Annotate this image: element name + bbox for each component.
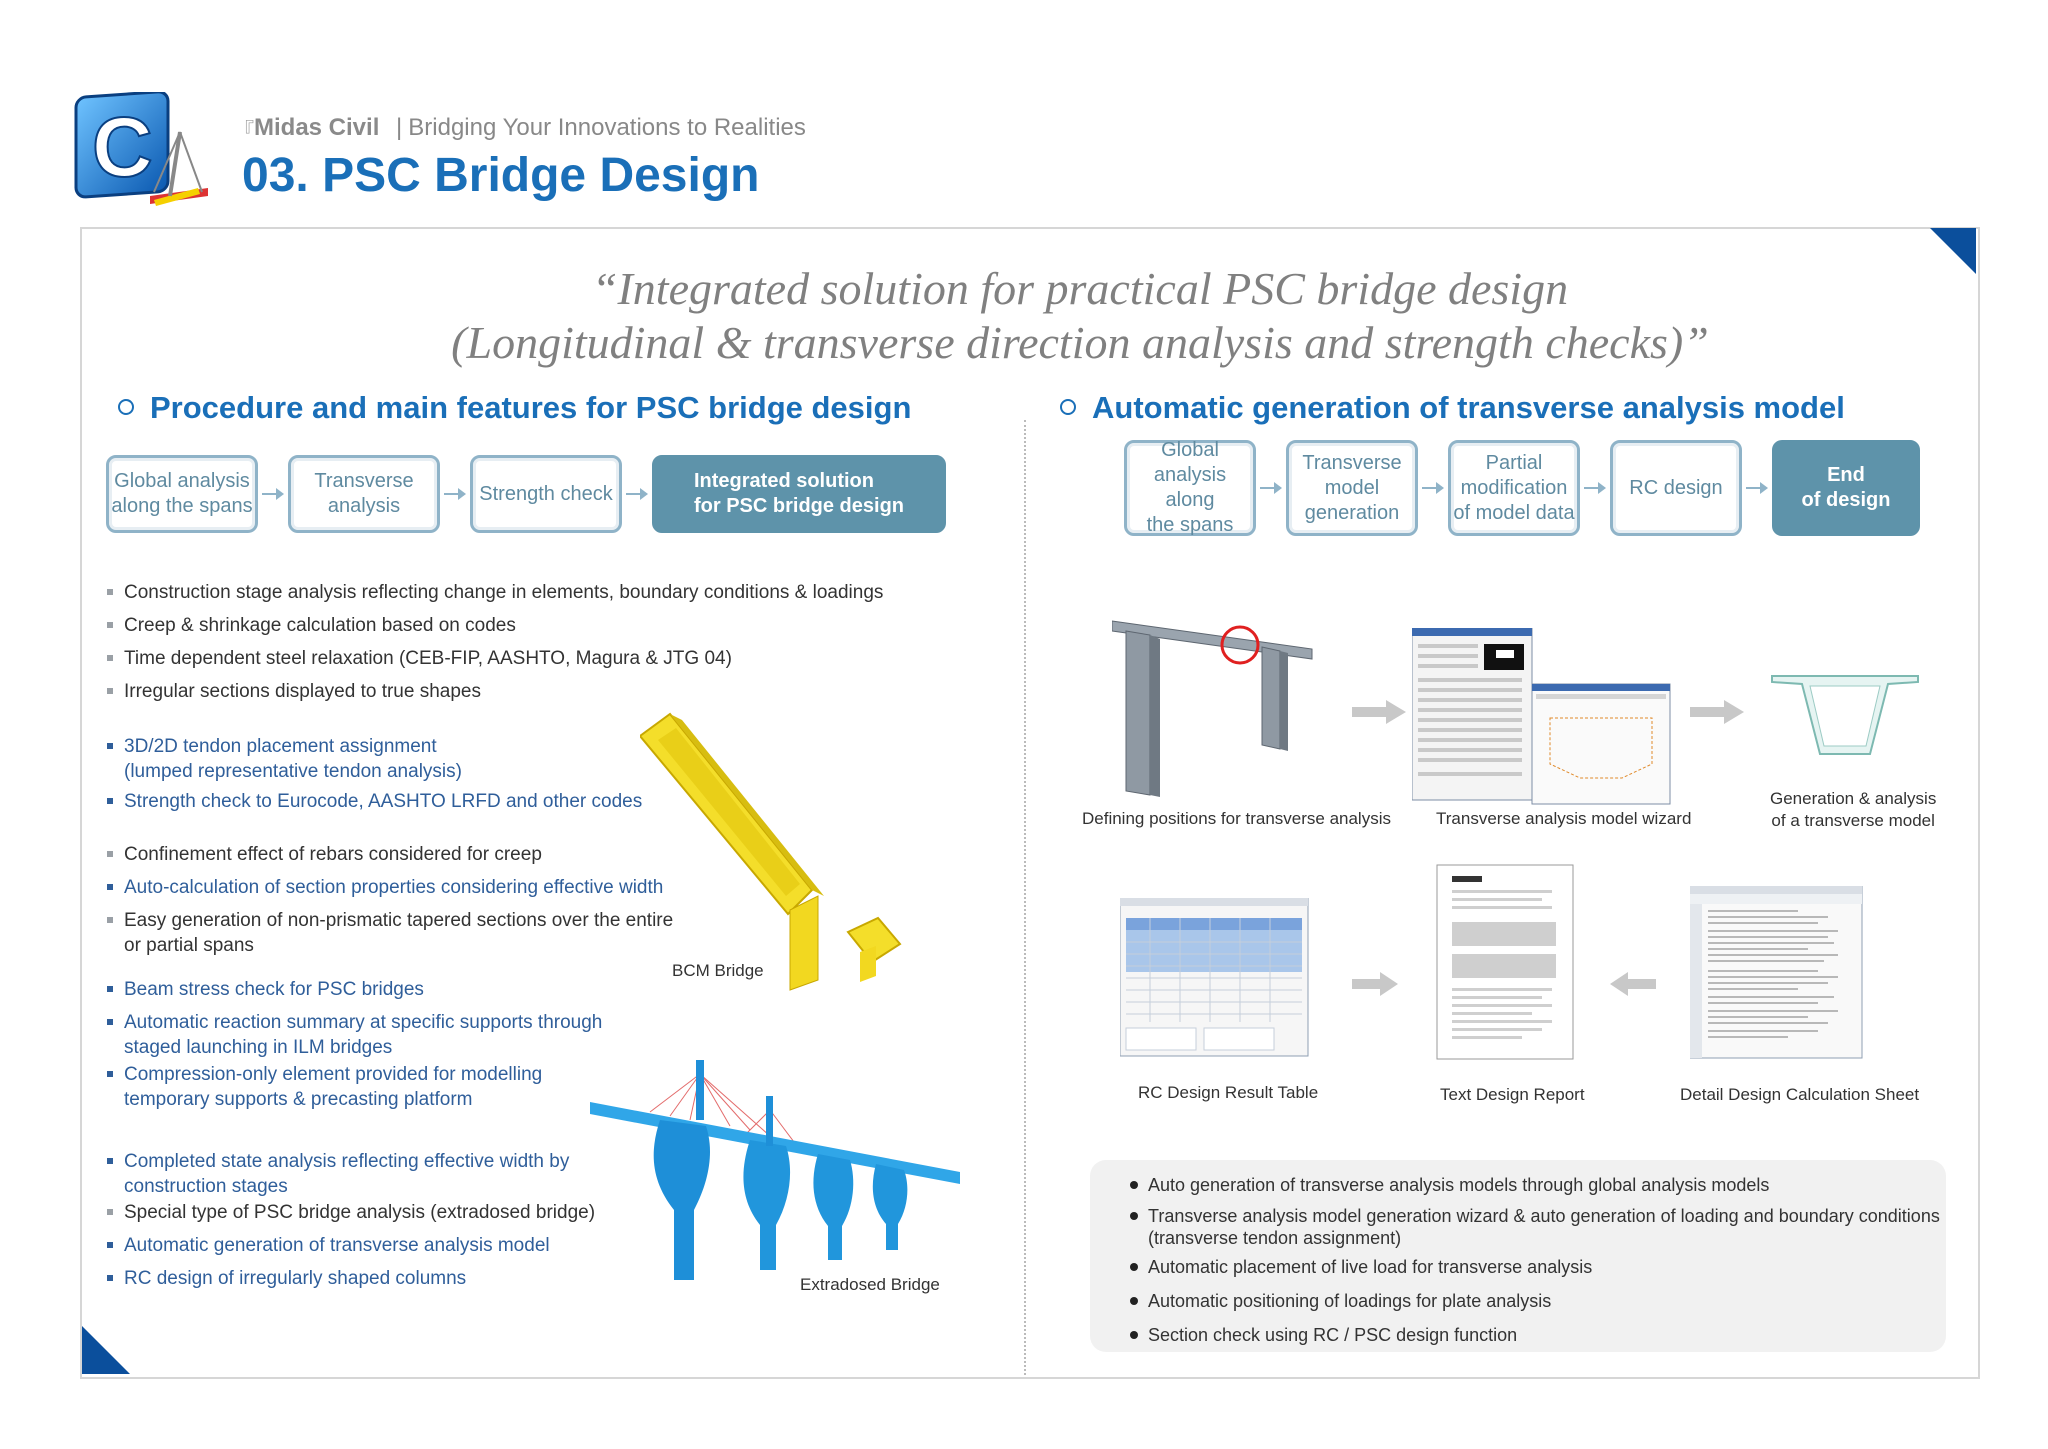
flow-arrow-icon	[1584, 482, 1606, 494]
list-item: Automatic generation of transverse analy…	[107, 1235, 550, 1256]
list-item: 3D/2D tendon placement assignment	[107, 736, 437, 757]
caption-wizard: Transverse analysis model wizard	[1436, 809, 1692, 828]
extradosed-bridge-caption: Extradosed Bridge	[800, 1275, 940, 1294]
extradosed-bridge-illustration	[590, 1060, 970, 1295]
flow-step-strength-check: Strength check	[470, 455, 622, 533]
list-item: Confinement effect of rebars considered …	[107, 844, 542, 865]
list-item: Strength check to Eurocode, AASHTO LRFD …	[106, 791, 643, 812]
svg-text:C: C	[92, 100, 153, 194]
caption-defining-positions: Defining positions for transverse analys…	[1082, 809, 1391, 828]
corner-accent-bottom-left	[82, 1326, 132, 1381]
headline-quote: “Integrated solution for practical PSC b…	[130, 262, 2030, 370]
list-item: Automatic placement of live load for tra…	[1129, 1257, 1593, 1277]
list-item: Time dependent steel relaxation (CEB-FIP…	[107, 648, 732, 669]
tagline: Bridging Your Innovations to Realities	[408, 114, 806, 141]
detail-design-calculation-sheet-screenshot	[1689, 885, 1864, 1065]
list-item-continued: staged launching in ILM bridges	[124, 1037, 393, 1058]
page-title: 03. PSC Bridge Design	[242, 149, 760, 202]
right-section-title: Automatic generation of transverse analy…	[1060, 390, 1845, 426]
flow-arrow-icon	[1422, 482, 1444, 494]
caption-detail-sheet: Detail Design Calculation Sheet	[1680, 1085, 1920, 1104]
gray-arrow-right-icon	[1352, 700, 1406, 724]
app-name: Midas Civil	[254, 114, 380, 141]
corner-accent-top-right	[1930, 228, 1978, 281]
wizard-screenshot	[1411, 627, 1674, 811]
list-item-continued: construction stages	[124, 1176, 288, 1197]
gray-arrow-right-icon	[1352, 972, 1398, 996]
list-item: Auto generation of transverse analysis m…	[1129, 1175, 1770, 1195]
list-item: RC design of irregularly shaped columns	[106, 1268, 467, 1289]
circle-bullet-icon	[118, 398, 134, 415]
list-item: Completed state analysis reflecting effe…	[106, 1151, 570, 1172]
gray-arrow-right-icon	[1690, 700, 1744, 724]
list-item: Creep & shrinkage calculation based on c…	[107, 615, 516, 636]
rc-design-result-table-screenshot	[1119, 897, 1310, 1063]
text-design-report-screenshot	[1436, 864, 1576, 1067]
circle-bullet-icon	[1060, 398, 1076, 415]
bcm-bridge-caption: BCM Bridge	[672, 961, 764, 980]
flow-step-rc-design: RC design	[1610, 440, 1742, 536]
caption-text-report: Text Design Report	[1440, 1085, 1585, 1104]
flow-arrow-icon	[1746, 482, 1768, 494]
flow-arrow-icon	[444, 488, 466, 500]
left-section-title: Procedure and main features for PSC brid…	[118, 390, 911, 426]
list-item: Special type of PSC bridge analysis (ext…	[106, 1202, 596, 1223]
transverse-features-box	[1090, 1160, 1946, 1352]
list-item: Easy generation of non-prismatic tapered…	[106, 910, 674, 931]
quote-line-1: “Integrated solution for practical PSC b…	[591, 263, 1569, 314]
list-item-continued: (transverse tendon assignment)	[1148, 1228, 1402, 1248]
column-divider	[1024, 420, 1026, 1375]
quote-line-2: (Longitudinal & transverse direction ana…	[451, 317, 1709, 368]
gray-arrow-left-icon	[1610, 972, 1656, 996]
list-item: Section check using RC / PSC design func…	[1129, 1325, 1518, 1345]
caption-rc-table: RC Design Result Table	[1138, 1083, 1319, 1102]
list-item: Irregular sections displayed to true sha…	[107, 681, 481, 702]
list-item: Transverse analysis model generation wiz…	[1130, 1206, 1940, 1226]
list-item: Construction stage analysis reflecting c…	[106, 582, 884, 603]
list-item: Auto-calculation of section properties c…	[106, 877, 664, 898]
brand-line: 『Midas Civil |Bridging Your Innovations …	[234, 114, 806, 143]
transverse-positions-illustration	[1111, 615, 1332, 810]
bcm-bridge-illustration	[638, 700, 920, 1005]
list-item: Beam stress check for PSC bridges	[107, 979, 424, 1000]
list-item: Compression-only element provided for mo…	[106, 1064, 543, 1085]
list-item-continued: temporary supports & precasting platform	[124, 1089, 473, 1110]
midas-civil-logo: C	[70, 90, 210, 212]
brand-separator: |	[396, 114, 403, 141]
flow-arrow-icon	[626, 488, 648, 500]
brand-bracket: 『	[234, 120, 254, 142]
list-item-continued: (lumped representative tendon analysis)	[124, 761, 462, 782]
caption-generation-analysis: Generation & analysis of a transverse mo…	[1770, 789, 1937, 830]
list-item-continued: or partial spans	[124, 935, 254, 956]
list-item: Automatic positioning of loadings for pl…	[1129, 1291, 1552, 1311]
flow-arrow-icon	[1260, 482, 1282, 494]
transverse-model-section-illustration	[1770, 668, 1920, 773]
list-item: Automatic reaction summary at specific s…	[106, 1012, 603, 1033]
flow-arrow-icon	[262, 488, 284, 500]
